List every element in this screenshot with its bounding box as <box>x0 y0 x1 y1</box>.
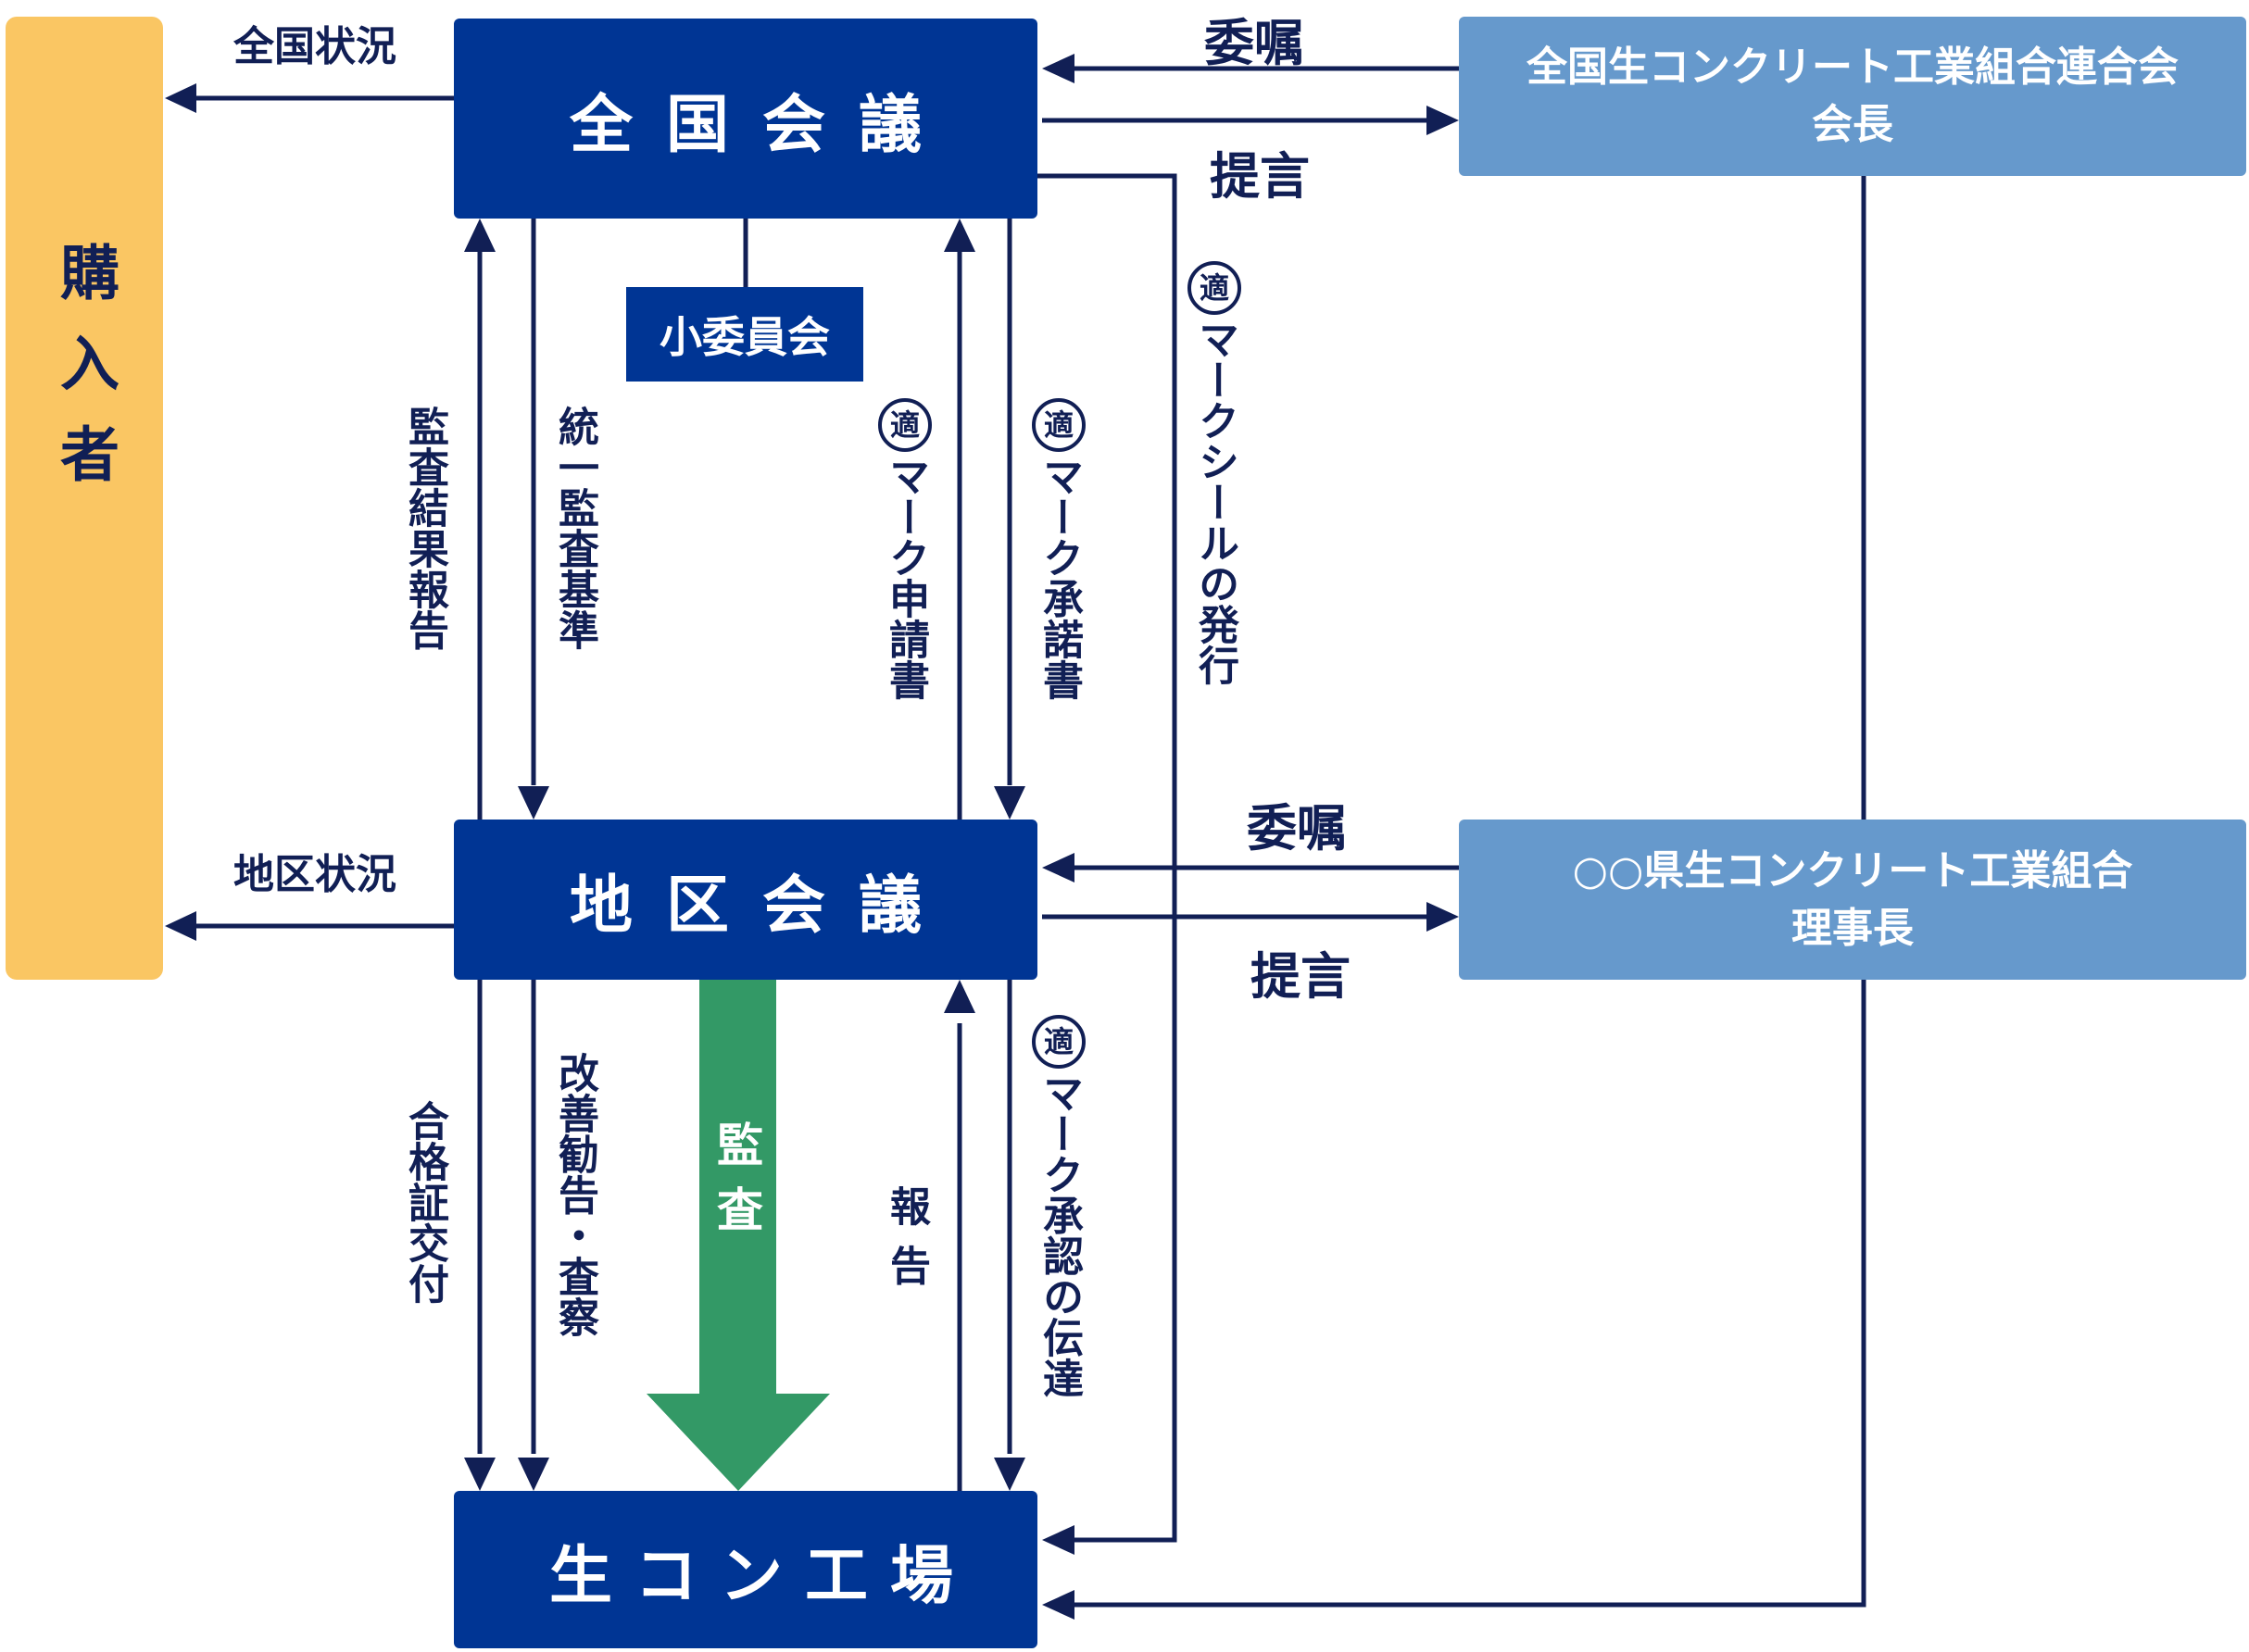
arrow-mark-seal-path <box>1037 173 1177 1543</box>
regional-council-label: 地区会議 <box>569 870 955 943</box>
commission-top-label: 委嘱 <box>1204 14 1304 72</box>
unified-audit-standard-label: 統一監査基準 <box>551 406 598 650</box>
arrow-federation-to-plant-path <box>1074 176 1866 1608</box>
improvement-advice-label: 改善勧告・査察 <box>551 1052 598 1337</box>
certificate-issue-label: 合格証交付 <box>401 1100 448 1304</box>
audit-label: 監査 <box>710 1120 763 1250</box>
arrowhead-national-commission <box>1042 54 1074 83</box>
arrowhead-federation-plant <box>1042 1590 1074 1620</box>
mark-approval-notice-text: マーク承認の伝達 <box>1036 1072 1083 1398</box>
national-status-label: 全国状況 <box>233 23 396 70</box>
mark-application-text: マーク申請書 <box>882 456 929 700</box>
federation-box: 全国生コンクリート工業組合連合会 会長 <box>1459 17 2246 176</box>
national-council-label: 全国会議 <box>569 88 955 162</box>
proposal-top-label: 提言 <box>1210 147 1310 206</box>
arrowhead-standard <box>518 786 549 820</box>
mark-symbol-icon: 適 <box>1032 398 1086 452</box>
federation-line2: 会長 <box>1812 101 1893 148</box>
mark-seal-issue-text: マークシールの発行 <box>1191 319 1238 685</box>
buyer-box: 購入者 <box>6 17 163 980</box>
arrowhead-mark-application <box>944 219 975 252</box>
arrowhead-report <box>944 980 975 1013</box>
proposal-mid-label: 提言 <box>1250 947 1351 1006</box>
regional-council-box: 地区会議 <box>454 820 1037 980</box>
mark-consent-text: マーク承諾書 <box>1036 456 1083 700</box>
mark-application-label: 適マーク申請書 <box>878 398 932 700</box>
arrowhead-prefecture-proposal <box>1426 902 1459 932</box>
arrowhead-certificate <box>464 1458 496 1491</box>
buyer-label: 購入者 <box>50 242 119 514</box>
arrowhead-mark-seal <box>1042 1525 1074 1555</box>
subcommittee-box: 小委員会 <box>626 287 863 382</box>
subcommittee-label: 小委員会 <box>660 312 830 362</box>
plant-box: 生コン工場 <box>454 1491 1037 1648</box>
arrowhead-improvement <box>518 1458 549 1491</box>
mark-symbol-icon: 適 <box>1032 1015 1086 1069</box>
arrowhead-buyer-top <box>165 83 196 113</box>
mark-consent-label: 適マーク承諾書 <box>1032 398 1086 700</box>
arrowhead-federation-proposal <box>1426 106 1459 135</box>
arrowhead-mark-approval <box>994 1458 1025 1491</box>
mark-seal-issue-label: 適マークシールの発行 <box>1187 261 1241 685</box>
arrowhead-regional-commission <box>1042 853 1074 882</box>
commission-mid-label: 委嘱 <box>1247 799 1347 857</box>
prefecture-box: ○○県生コンクリート工業組合 理事長 <box>1459 820 2246 980</box>
arrowhead-audit-result <box>464 219 496 252</box>
mark-symbol-icon: 適 <box>878 398 932 452</box>
arrowhead-buyer-mid <box>165 911 196 941</box>
audit-result-report-label: 監査結果報告 <box>401 406 448 650</box>
mark-symbol-icon: 適 <box>1187 261 1241 315</box>
report-label: 報告 <box>883 1185 930 1304</box>
plant-label: 生コン工場 <box>548 1539 975 1613</box>
audit-arrow <box>647 980 830 1491</box>
national-council-box: 全国会議 <box>454 19 1037 219</box>
prefecture-line2: 理事長 <box>1791 904 1914 952</box>
arrowhead-mark-consent <box>994 786 1025 820</box>
prefecture-line1: ○○県生コンクリート工業組合 <box>1572 846 2133 895</box>
federation-line1: 全国生コンクリート工業組合連合会 <box>1527 44 2179 91</box>
mark-approval-notice-label: 適マーク承認の伝達 <box>1032 1015 1086 1398</box>
regional-status-label: 地区状況 <box>233 851 396 898</box>
